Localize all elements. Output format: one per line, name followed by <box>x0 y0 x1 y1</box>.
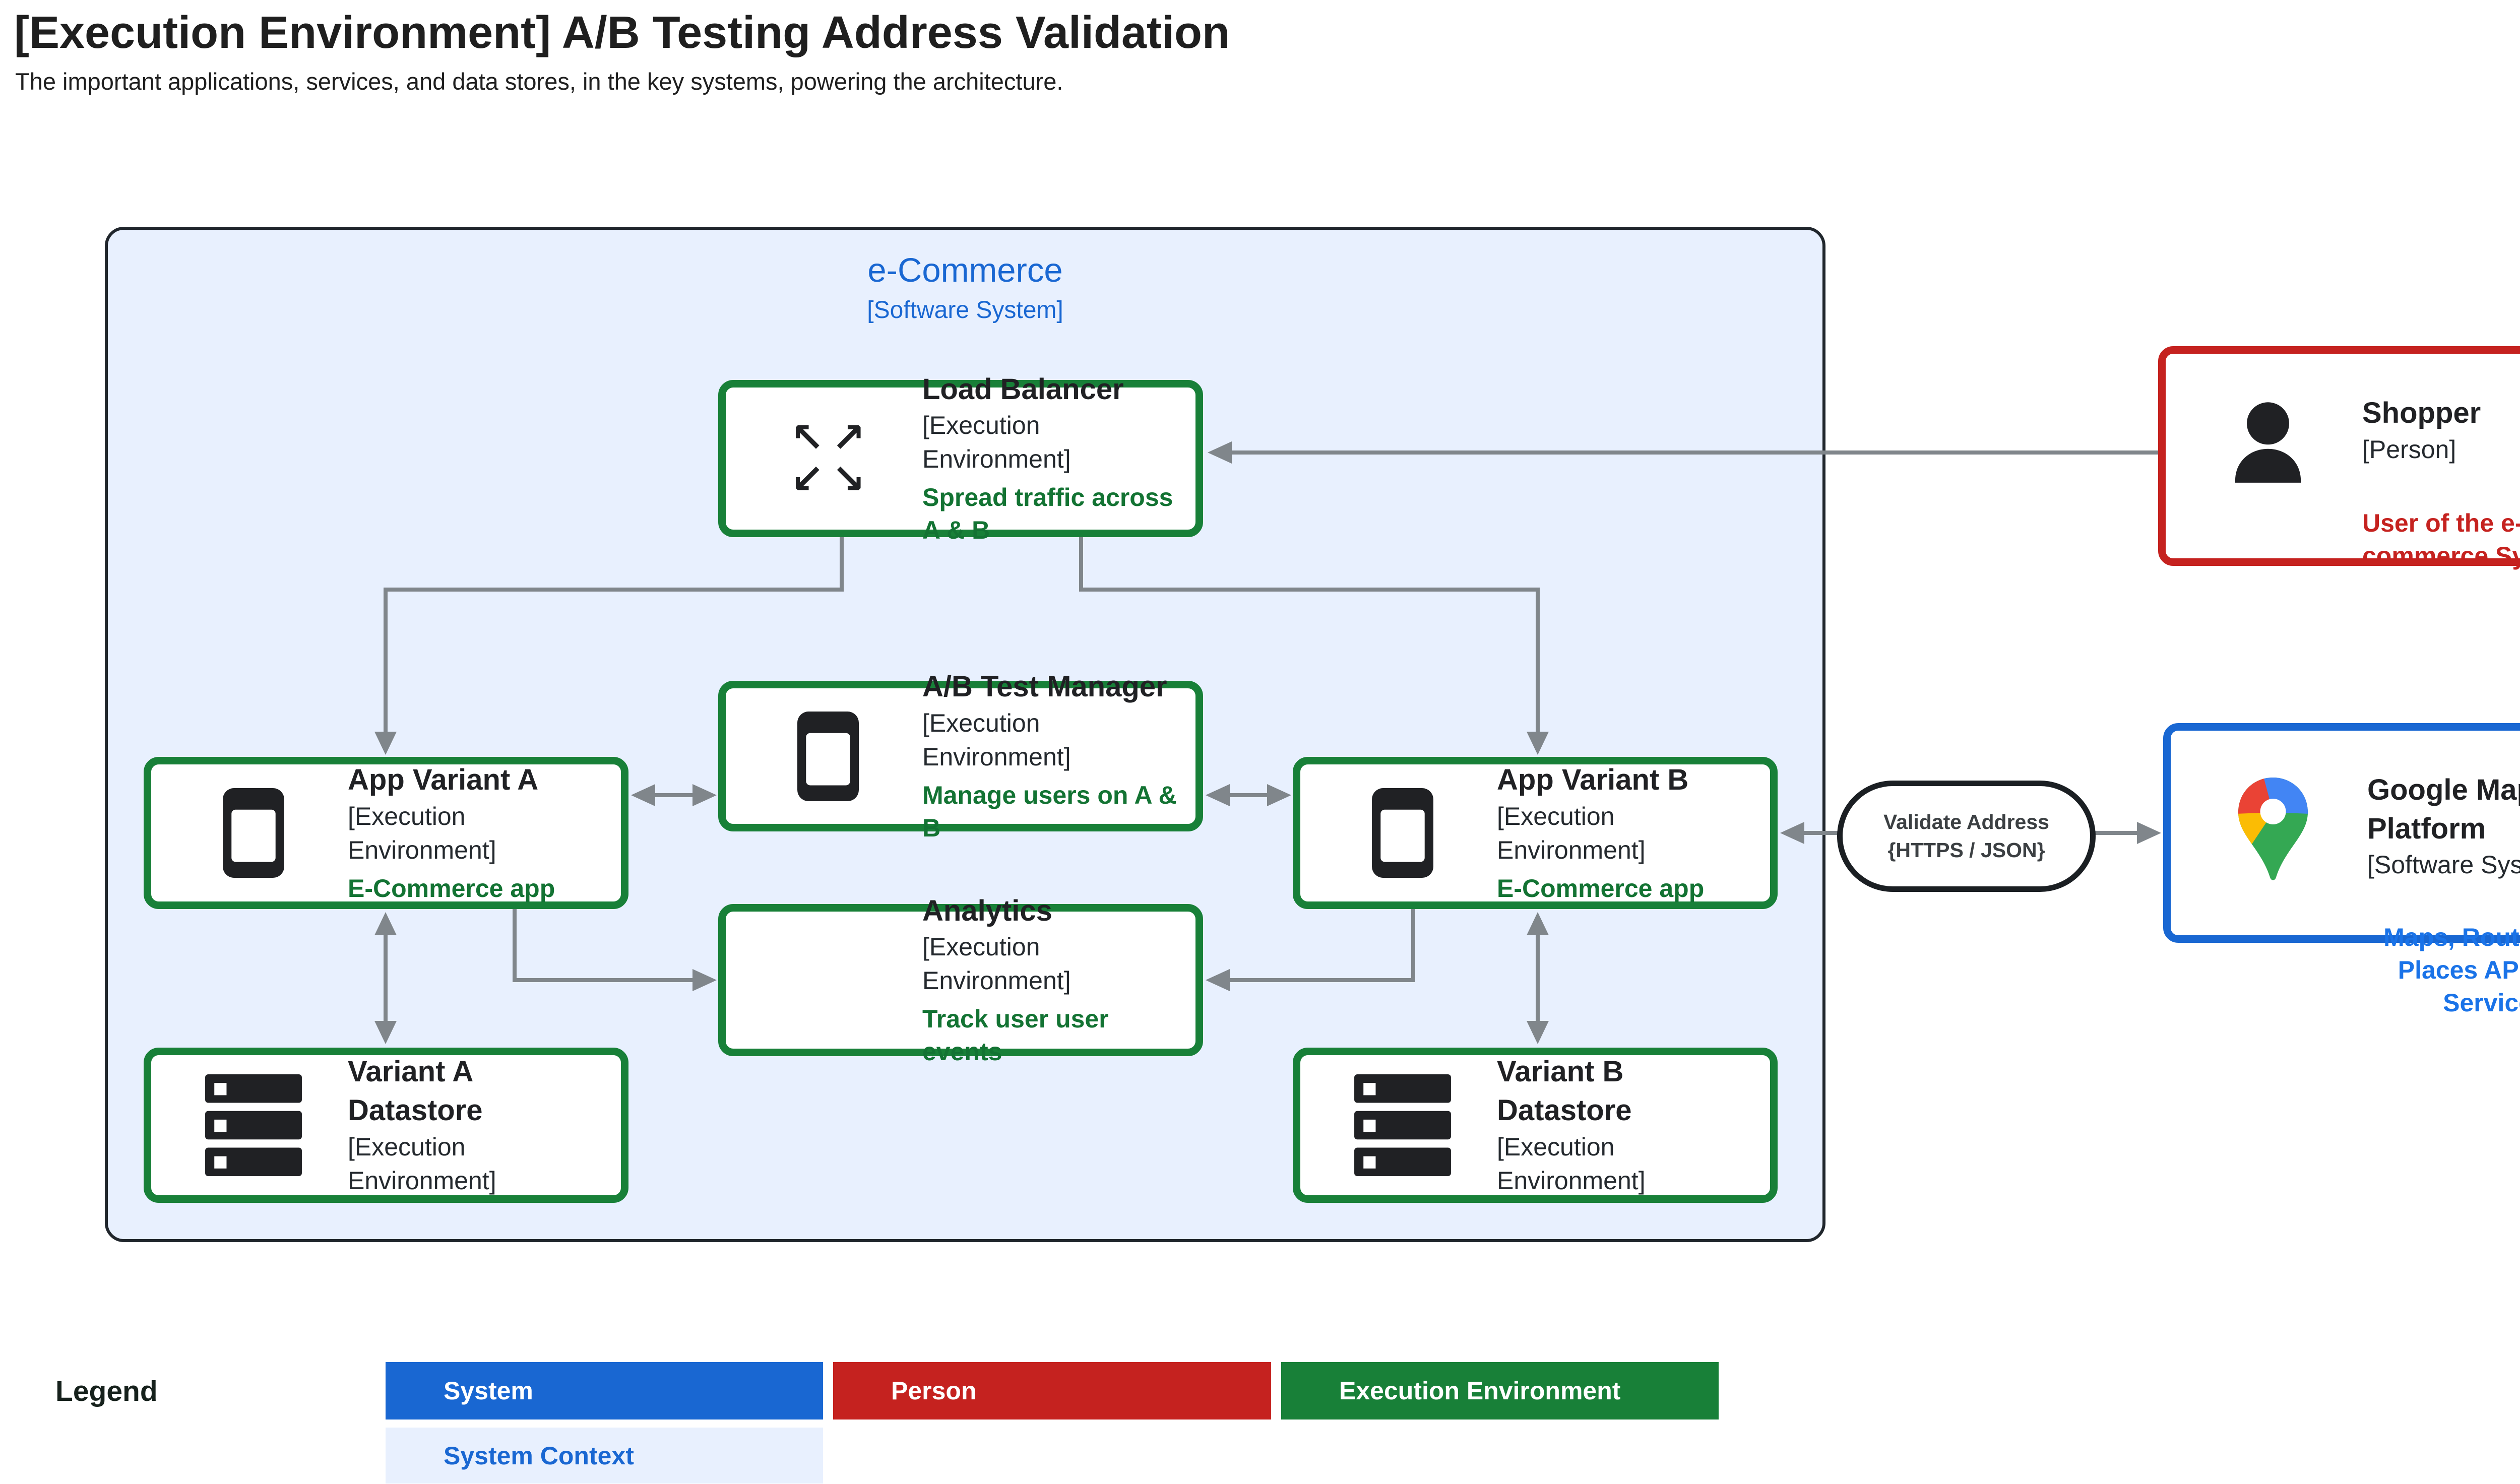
node-google-maps-platform: Google Maps Platform [Software System] M… <box>2163 723 2520 1017</box>
arrow-up-right-glyph: ↗ <box>831 414 866 461</box>
node-ab-test-manager: A/B Test Manager [Execution Environment]… <box>718 670 1203 842</box>
node-app-variant-a: App Variant A [Execution Environment] E-… <box>144 757 628 909</box>
arrow-up-left-glyph: ↖ <box>790 414 825 461</box>
node-type: [Execution Environment] <box>348 802 496 864</box>
legend-item-label: System <box>444 1377 533 1405</box>
node-name: Load Balancer <box>922 372 1124 406</box>
node-name: Shopper <box>2362 397 2481 429</box>
node-analytics: Analytics [Execution Environment] Track … <box>718 894 1203 1066</box>
system-context-type-label: [Software System] <box>867 297 1063 324</box>
node-description: Track user user events <box>922 1005 1109 1066</box>
node-description: E-Commerce app <box>348 874 555 902</box>
legend-item-person: Person <box>833 1362 1271 1420</box>
node-name: Variant B Datastore <box>1497 1055 1632 1127</box>
node-variant-a-datastore: Variant A Datastore [Execution Environme… <box>144 1048 628 1203</box>
node-load-balancer: ↖ ↗ ↙ ↘ Load Balancer [Execution Environ… <box>718 373 1203 544</box>
arrow-app-variant-b-to-analytics <box>1206 909 1415 991</box>
node-variant-b-datastore: Variant B Datastore [Execution Environme… <box>1293 1048 1778 1203</box>
arrows-out-icon: ↖ ↗ ↙ ↘ <box>774 417 882 500</box>
mobile-device-icon <box>199 788 307 878</box>
legend-item-label: Execution Environment <box>1339 1377 1621 1405</box>
arrow-test-manager-app-variant-b <box>1206 784 1291 806</box>
node-type: [Execution Environment] <box>348 1132 496 1195</box>
node-description: Maps, Routes, and Places APIs and Servic… <box>2383 923 2520 1017</box>
page-title: [Execution Environment] A/B Testing Addr… <box>14 8 1230 58</box>
server-stack-icon <box>199 1074 307 1176</box>
node-name: Google Maps Platform <box>2367 773 2520 845</box>
node-description: Manage users on A & B <box>922 781 1177 842</box>
server-stack-icon <box>1348 1074 1457 1176</box>
node-type: [Execution Environment] <box>922 708 1071 771</box>
node-name: A/B Test Manager <box>922 670 1167 703</box>
arrow-app-variant-a-test-manager <box>631 784 717 806</box>
arrow-app-variant-b-datastore <box>1527 912 1549 1044</box>
node-type: [Person] <box>2362 435 2456 464</box>
edge-label-line1: Validate Address <box>1883 810 2049 834</box>
node-type: [Execution Environment] <box>1497 1132 1646 1195</box>
legend-title: Legend <box>55 1375 158 1407</box>
system-context-title: e-Commerce <box>867 251 1063 289</box>
node-type: [Execution Environment] <box>922 933 1071 995</box>
node-app-variant-b: App Variant B [Execution Environment] E-… <box>1293 757 1778 909</box>
node-name: Variant A Datastore <box>348 1055 483 1127</box>
edge-label-validate-address: Validate Address {HTTPS / JSON} <box>1837 781 2096 892</box>
node-shopper: Shopper [Person] User of the e-commerce … <box>2158 346 2520 570</box>
arrow-app-variant-a-to-analytics <box>513 909 717 991</box>
node-name: App Variant A <box>348 763 539 797</box>
person-icon <box>2214 399 2322 484</box>
legend-item-system-context: System Context <box>386 1428 823 1483</box>
node-description: Spread traffic across A & B <box>922 483 1173 545</box>
node-description: User of the e-commerce System <box>2362 508 2520 570</box>
node-description: E-Commerce app <box>1497 874 1705 902</box>
mobile-device-icon <box>1348 788 1457 878</box>
map-pin-icon <box>2219 776 2327 882</box>
node-type: [Execution Environment] <box>1497 802 1646 864</box>
arrow-load-balancer-to-app-variant-a <box>374 537 844 755</box>
legend-item-label: Person <box>891 1377 977 1405</box>
arrow-app-variant-a-datastore <box>374 912 397 1044</box>
arrow-shopper-to-load-balancer <box>1208 441 2158 464</box>
node-type: [Software System] <box>2367 851 2520 879</box>
legend-item-execution-environment: Execution Environment <box>1281 1362 1719 1420</box>
edge-label-line2: {HTTPS / JSON} <box>1887 838 2045 862</box>
page-subtitle: The important applications, services, an… <box>15 68 1063 95</box>
arrow-down-left-glyph: ↙ <box>790 456 825 502</box>
node-type: [Execution Environment] <box>922 411 1071 474</box>
arrow-load-balancer-to-app-variant-b <box>1079 537 1549 755</box>
node-name: Analytics <box>922 894 1052 927</box>
legend-item-label: System Context <box>444 1441 634 1470</box>
legend-item-system: System <box>386 1362 823 1420</box>
arrow-down-right-glyph: ↘ <box>831 456 866 502</box>
node-name: App Variant B <box>1497 763 1689 797</box>
mobile-device-icon <box>774 711 882 801</box>
